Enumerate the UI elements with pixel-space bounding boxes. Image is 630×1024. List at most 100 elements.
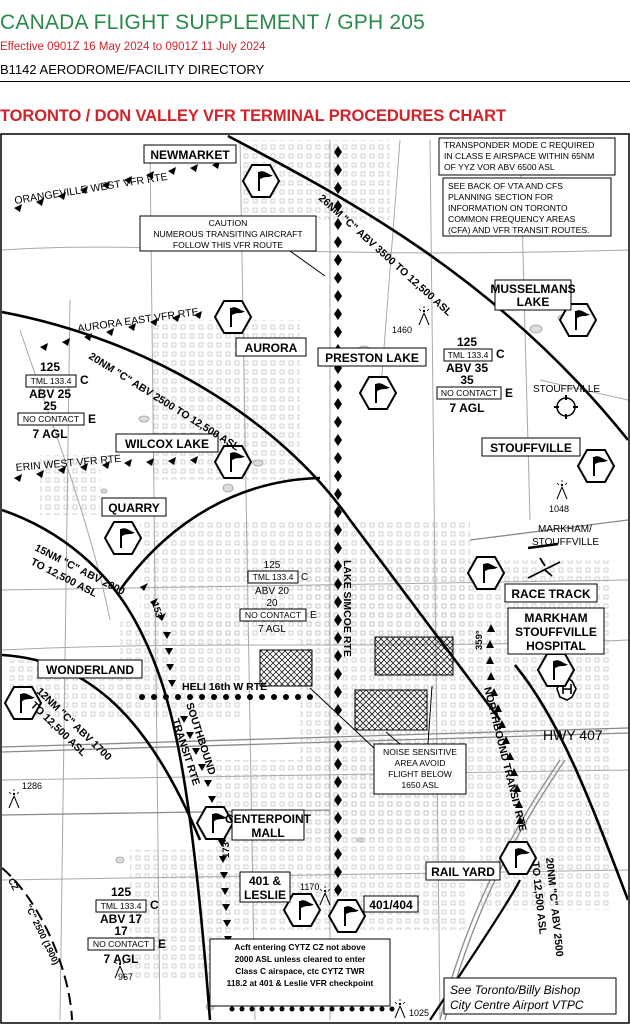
vrp-stouffville-icon [577,449,615,483]
arc-20nm-south [513,664,628,901]
map-label: 7 AGL [258,624,286,635]
map-label: NOISE SENSITIVE [383,747,457,757]
vrp-aurora-icon [214,300,252,334]
section-title: B1142 AERODROME/FACILITY DIRECTORY [0,62,265,77]
obstacle-967: 967 [118,972,133,982]
map-label: 20 [266,598,278,609]
map-label: 1650 ASL [401,780,438,790]
map-label: NO CONTACT [93,939,150,949]
airspace-block-west: 125 TML 133.4 C ABV 25 25 NO CONTACT E 7… [17,360,96,441]
route-lake-simcoe [334,146,342,896]
label-hwy407: HWY 407 [543,727,603,743]
arc-20nm [2,310,502,721]
vrp-newmarket: NEWMARKET [150,148,230,162]
header-divider [0,81,630,82]
note-cytz: Acft entering CYTZ CZ not above 2000 ASL… [209,938,391,1007]
vrp-hospital-2: STOUFFVILLE [515,625,597,639]
effective-dates: Effective 0901Z 16 May 2024 to 0901Z 11 … [0,41,266,53]
map-label: 125 [40,360,60,374]
map-label: NO CONTACT [441,388,498,398]
noise-sensitive-areas [259,636,454,731]
obstacle-1048: 1048 [549,504,569,514]
map-label: C [150,898,159,912]
map-label: 7 AGL [450,401,485,415]
vrp-wilcox: WILCOX LAKE [125,437,209,451]
vrp-aurora: AURORA [245,341,298,355]
route-southbound [140,583,233,999]
map-label: E [310,610,317,621]
vrp-quarry-icon [104,521,142,555]
map-label: Acft entering CYTZ CZ not above [234,942,366,952]
vrp-preston-icon [359,376,397,410]
obstacle-1025: 1025 [409,1008,429,1018]
map-label: ABV 25 [29,387,71,401]
map-label: FOLLOW THIS VFR ROUTE [173,240,283,250]
vrp-hospital-icon [537,653,575,687]
map-label: ABV 17 [100,912,142,926]
aircraft-icon [527,557,561,579]
map-label: NO CONTACT [23,414,80,424]
vrp-railyard: RAIL YARD [431,865,495,879]
map-label: E [158,937,166,951]
note-caution: CAUTION NUMEROUS TRANSITING AIRCRAFT FOL… [139,215,326,277]
vrp-hospital-1: MARKHAM [524,611,587,625]
vrp-preston: PRESTON LAKE [325,351,419,365]
map-label: ABV 35 [446,361,488,375]
map-label: TML 133.4 [31,376,72,386]
bearing-359: 359° [474,630,485,650]
map-label: OF YYZ VOR ABV 6500 ASL [444,162,555,172]
stouffville-airport: STOUFFVILLE [533,384,600,419]
map-label: TRANSPONDER MODE C REQUIRED [444,140,594,150]
map-label: See Toronto/Billy Bishop [450,983,581,997]
map-label: (CFA) AND VFR TRANSIT ROUTES. [448,225,590,235]
note-noise: NOISE SENSITIVE AREA AVOID FLIGHT BELOW … [309,685,467,795]
map-label: 7 AGL [33,427,68,441]
vrp-racetrack-icon [467,556,505,590]
map-label: NO CONTACT [245,610,302,620]
vfr-chart-map: 1460 1048 1286 1170 967 1025 STOUFFVILLE… [0,133,630,1024]
map-label: IN CLASS E AIRSPACE WITHIN 65NM [444,151,594,161]
map-label: C [80,373,89,387]
arc-26nm [227,135,628,441]
airspace-block-mid: 125 TML 133.4 C ABV 20 20 NO CONTACT E 7… [239,560,317,635]
label-heli: HELI 16th W RTE [182,681,267,693]
map-label: FLIGHT BELOW [388,769,453,779]
map-label: 125 [111,885,131,899]
map-label: ABV 20 [255,586,289,597]
bearing-153: 153° [149,601,165,623]
map-label: C [496,347,505,361]
route-northbound [486,624,524,824]
vrp-centerpoint-1: CENTERPOINT [225,812,312,826]
bearing-173: 173° [221,838,232,858]
map-label: Class C airspace, ctc CYTZ TWR [235,966,364,976]
publication-title: CANADA FLIGHT SUPPLEMENT / GPH 205 [0,11,425,34]
map-label: COMMON FREQUENCY AREAS [448,214,576,224]
arc-15nm [2,508,212,1021]
route-erin-west [14,456,198,482]
vrp-musselmans-2: LAKE [517,295,550,309]
map-label: 125 [457,335,477,349]
vrp-labels: NEWMARKET MUSSELMANS LAKE AURORA PRESTON… [37,144,605,913]
arc-8nm [2,867,73,1021]
map-label: PLANNING SECTION FOR [448,192,553,202]
map-label: 125 [264,560,281,571]
map-label: 17 [114,924,128,938]
vrp-leslie-2: LESLIE [244,888,286,902]
chart-title: TORONTO / DON VALLEY VFR TERMINAL PROCED… [0,107,506,125]
map-label: TML 133.4 [253,572,294,582]
map-label: E [88,412,96,426]
map-label: 25 [43,399,57,413]
arc-12nm [2,653,202,841]
note-vta: SEE BACK OF VTA AND CFS PLANNING SECTION… [442,177,612,237]
obstacle-1286: 1286 [22,781,42,791]
arc-15nm-east [118,476,321,591]
stouffville-airport-label: STOUFFVILLE [533,384,600,395]
vrp-401-404: 401/404 [369,898,413,912]
obstacle-1170: 1170 [300,882,319,892]
label-lake-simcoe: LAKE SIMCOE RTE [341,560,353,657]
map-label: NUMEROUS TRANSITING AIRCRAFT [153,229,303,239]
map-label: 7 AGL [104,952,139,966]
vrp-centerpoint-2: MALL [251,826,284,840]
obstacles: 1460 1048 1286 1170 967 1025 [8,305,569,1019]
vrp-racetrack: RACE TRACK [511,587,591,601]
